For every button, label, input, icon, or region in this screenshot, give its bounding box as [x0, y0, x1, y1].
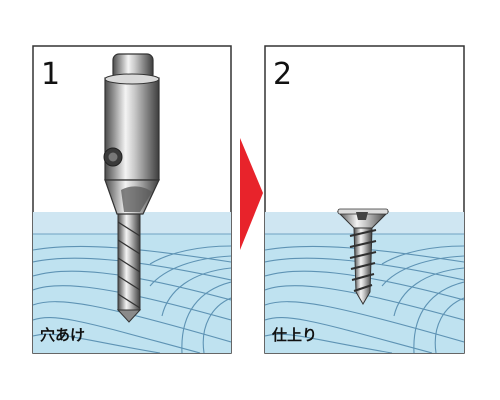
drill-bit — [116, 211, 142, 323]
wood-grain — [33, 245, 231, 353]
step-panel-2: 2 仕上り — [264, 45, 465, 354]
arrow-right-icon — [240, 138, 263, 250]
step-number: 2 — [273, 57, 292, 92]
screw — [336, 208, 390, 305]
step-caption: 仕上り — [271, 326, 317, 344]
step-caption: 穴あけ — [40, 326, 85, 344]
wood-grain — [265, 245, 464, 353]
countersink-drill — [103, 53, 160, 215]
step-panel-1: 1 穴あけ — [32, 45, 232, 354]
step-number: 1 — [41, 57, 60, 92]
